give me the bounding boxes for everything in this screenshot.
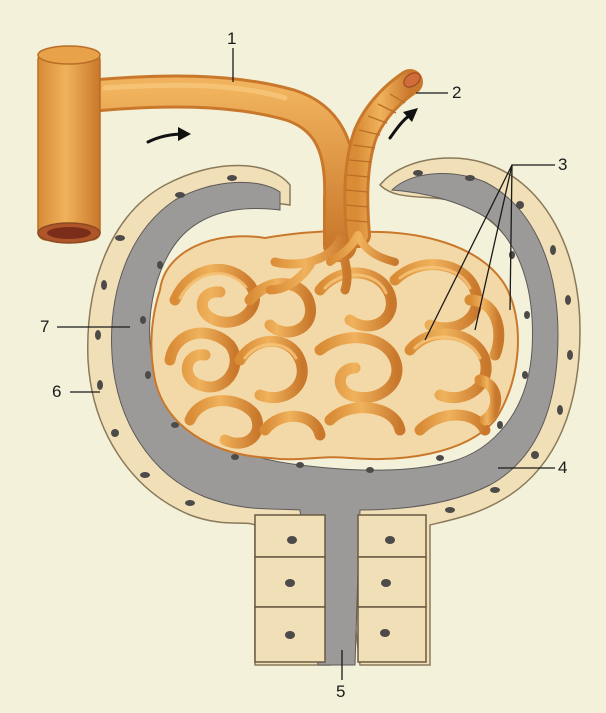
label-6: 6 — [52, 382, 61, 401]
label-7: 7 — [40, 317, 49, 336]
label-1: 1 — [227, 29, 236, 48]
flow-arrow-afferent — [148, 127, 191, 142]
label-5: 5 — [336, 682, 345, 701]
label-4: 4 — [558, 458, 567, 477]
label-2: 2 — [452, 83, 461, 102]
label-3: 3 — [558, 155, 567, 174]
